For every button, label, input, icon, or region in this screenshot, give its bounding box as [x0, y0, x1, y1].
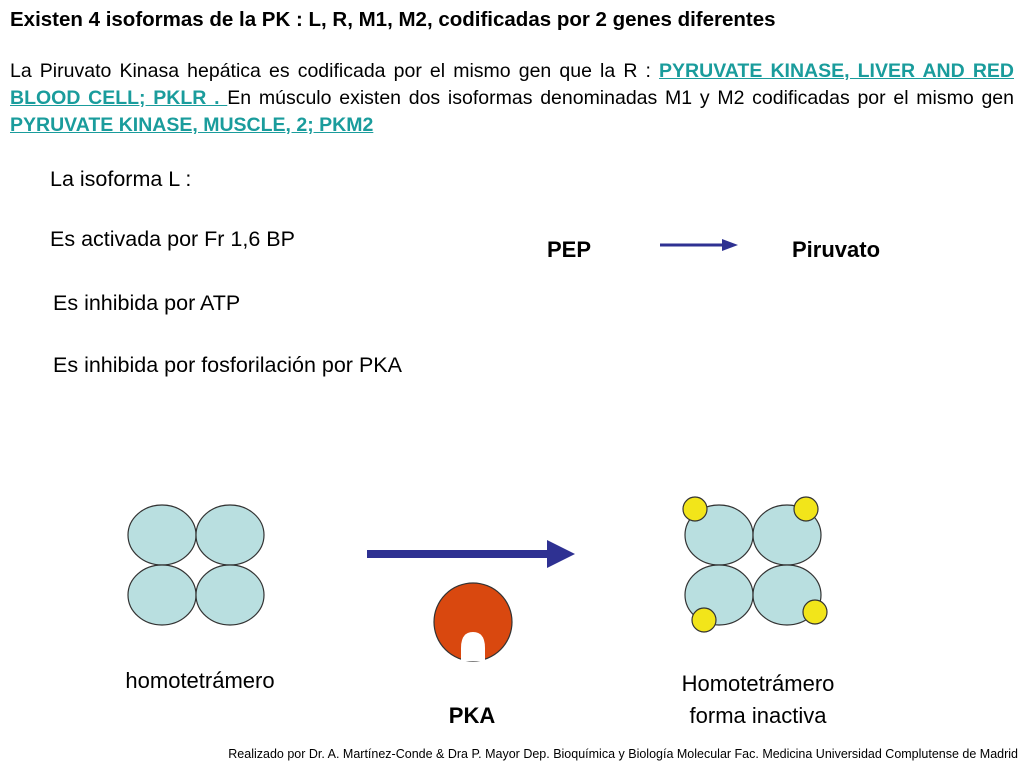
subunit	[127, 564, 197, 626]
isoform-heading: La isoforma L :	[50, 167, 192, 191]
fact-pka-inhibition: Es inhibida por fosforilación por PKA	[53, 353, 402, 377]
subunit	[195, 564, 265, 626]
phosphate-group	[802, 599, 828, 625]
inactive-caption-line1: Homotetrámero	[681, 671, 835, 696]
pka-label: PKA	[448, 703, 496, 728]
fact-activation: Es activada por Fr 1,6 BP	[50, 227, 295, 251]
piruvato-label: Piruvato	[792, 237, 881, 262]
phosphate-group	[682, 496, 708, 522]
intro-paragraph: La Piruvato Kinasa hepática es codificad…	[10, 58, 1014, 139]
subunit	[195, 504, 265, 566]
intro-text-1: La Piruvato Kinasa hepática es codificad…	[10, 60, 660, 82]
pkm2-link[interactable]: PYRUVATE KINASE, MUSCLE, 2; PKM2	[10, 114, 374, 136]
pep-label: PEP	[547, 237, 592, 262]
intro-text-2: En músculo existen dos isoformas denomin…	[227, 87, 1014, 109]
phosphorylation-arrow	[367, 540, 575, 568]
slide-title: Existen 4 isoformas de la PK : L, R, M1,…	[10, 8, 776, 31]
pklr-link[interactable]: PYRUVATE KINASE, LIVER AND RED BLOOD CEL…	[10, 60, 1014, 109]
homotetramer-inactive	[682, 496, 828, 633]
phosphate-group	[793, 496, 819, 522]
inactive-caption-line2: forma inactiva	[689, 703, 827, 728]
homotetramer-caption: homotetrámero	[125, 668, 275, 693]
fact-atp-inhibition: Es inhibida por ATP	[53, 291, 241, 315]
reaction-arrow	[660, 239, 738, 251]
inactive-caption: Homotetrámero forma inactiva	[640, 668, 876, 732]
pka-enzyme	[433, 582, 513, 662]
homotetramer-active	[127, 504, 265, 626]
credits-footer: Realizado por Dr. A. Martínez-Conde & Dr…	[228, 747, 1018, 761]
phosphate-group	[691, 607, 717, 633]
subunit	[127, 504, 197, 566]
